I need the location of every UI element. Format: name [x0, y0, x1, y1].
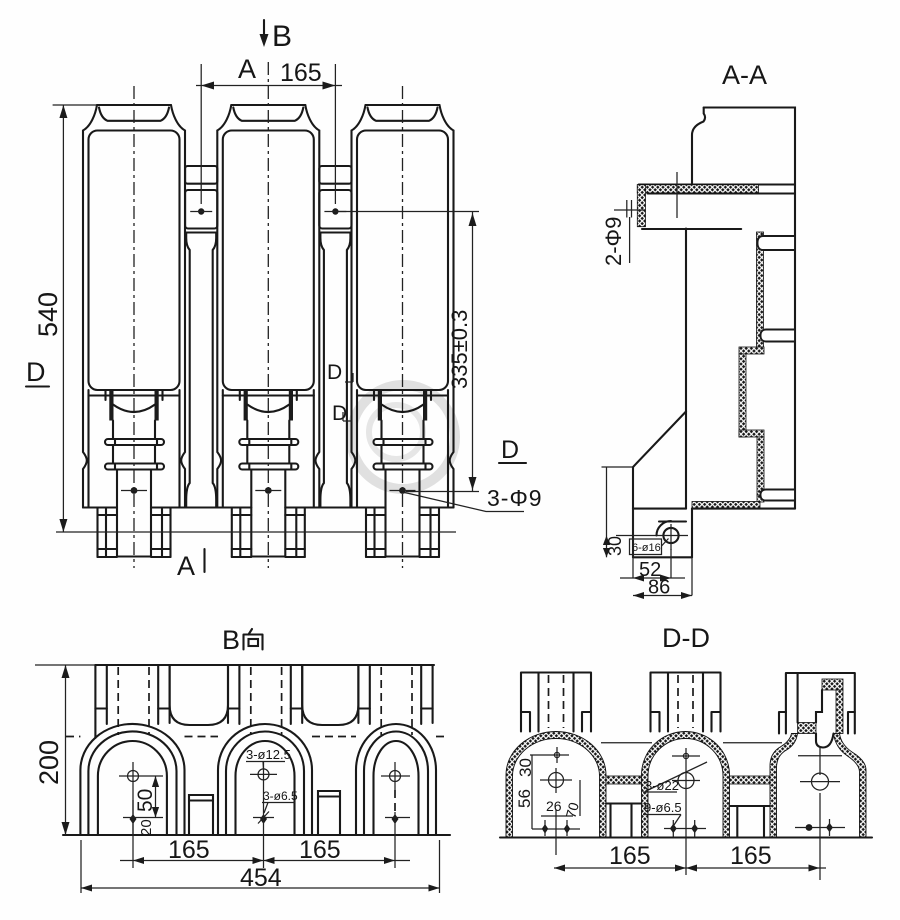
svg-text:50: 50: [134, 789, 157, 812]
svg-text:D: D: [501, 436, 519, 464]
svg-text:165: 165: [730, 842, 772, 870]
svg-text:3-ø6.5: 3-ø6.5: [263, 789, 298, 803]
svg-text:A: A: [238, 54, 256, 84]
svg-text:D-D: D-D: [662, 623, 710, 653]
svg-text:A: A: [177, 551, 195, 581]
svg-text:30: 30: [605, 536, 625, 556]
svg-text:B: B: [272, 20, 292, 53]
svg-text:3-ø12.5: 3-ø12.5: [246, 747, 291, 762]
svg-text:165: 165: [609, 842, 651, 870]
svg-text:200: 200: [34, 740, 64, 785]
svg-text:2-Φ9: 2-Φ9: [601, 217, 626, 266]
svg-text:454: 454: [240, 864, 282, 892]
svg-text:6-ø16: 6-ø16: [632, 542, 661, 554]
svg-text:165: 165: [299, 836, 341, 864]
svg-text:B: B: [222, 625, 240, 655]
svg-text:30: 30: [516, 758, 535, 777]
svg-text:335±0.3: 335±0.3: [447, 310, 472, 389]
svg-text:86: 86: [648, 577, 670, 599]
svg-text:3-Φ9: 3-Φ9: [487, 485, 543, 511]
svg-text:165: 165: [280, 59, 322, 87]
svg-text:9-ø6.5: 9-ø6.5: [644, 800, 682, 815]
svg-text:52: 52: [639, 559, 661, 581]
svg-text:3-ø22: 3-ø22: [645, 778, 679, 793]
svg-text:D: D: [327, 361, 342, 384]
svg-text:20: 20: [138, 819, 155, 836]
svg-text:70: 70: [562, 800, 582, 819]
svg-text:26: 26: [546, 798, 562, 814]
svg-text:A-A: A-A: [722, 60, 767, 90]
svg-text:D: D: [26, 357, 46, 387]
svg-text:56: 56: [515, 789, 534, 808]
svg-text:165: 165: [168, 836, 210, 864]
svg-text:540: 540: [33, 292, 63, 337]
